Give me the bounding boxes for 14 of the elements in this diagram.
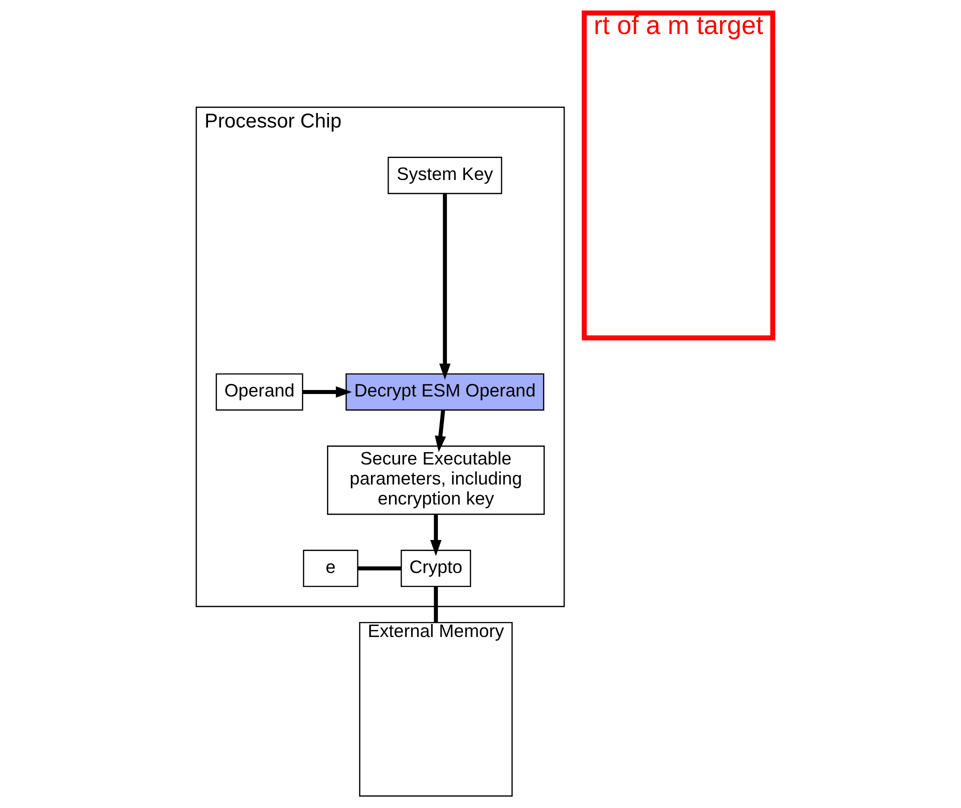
arrow	[302, 386, 352, 398]
arrow	[430, 514, 442, 556]
node-box: External Memory	[359, 621, 513, 796]
node-box: System Key	[388, 156, 502, 194]
connector	[358, 566, 402, 570]
node-box: Crypto	[400, 549, 472, 587]
node-box: Decrypt ESM Operand	[346, 372, 544, 410]
arrow	[434, 410, 446, 452]
connector	[434, 586, 438, 622]
node-box: e	[302, 549, 358, 587]
node-box: rt of a m target	[582, 10, 776, 340]
node-box: Secure Executable parameters, including encryption key	[327, 445, 545, 514]
node-box: Operand	[216, 372, 304, 410]
arrow	[439, 193, 451, 380]
